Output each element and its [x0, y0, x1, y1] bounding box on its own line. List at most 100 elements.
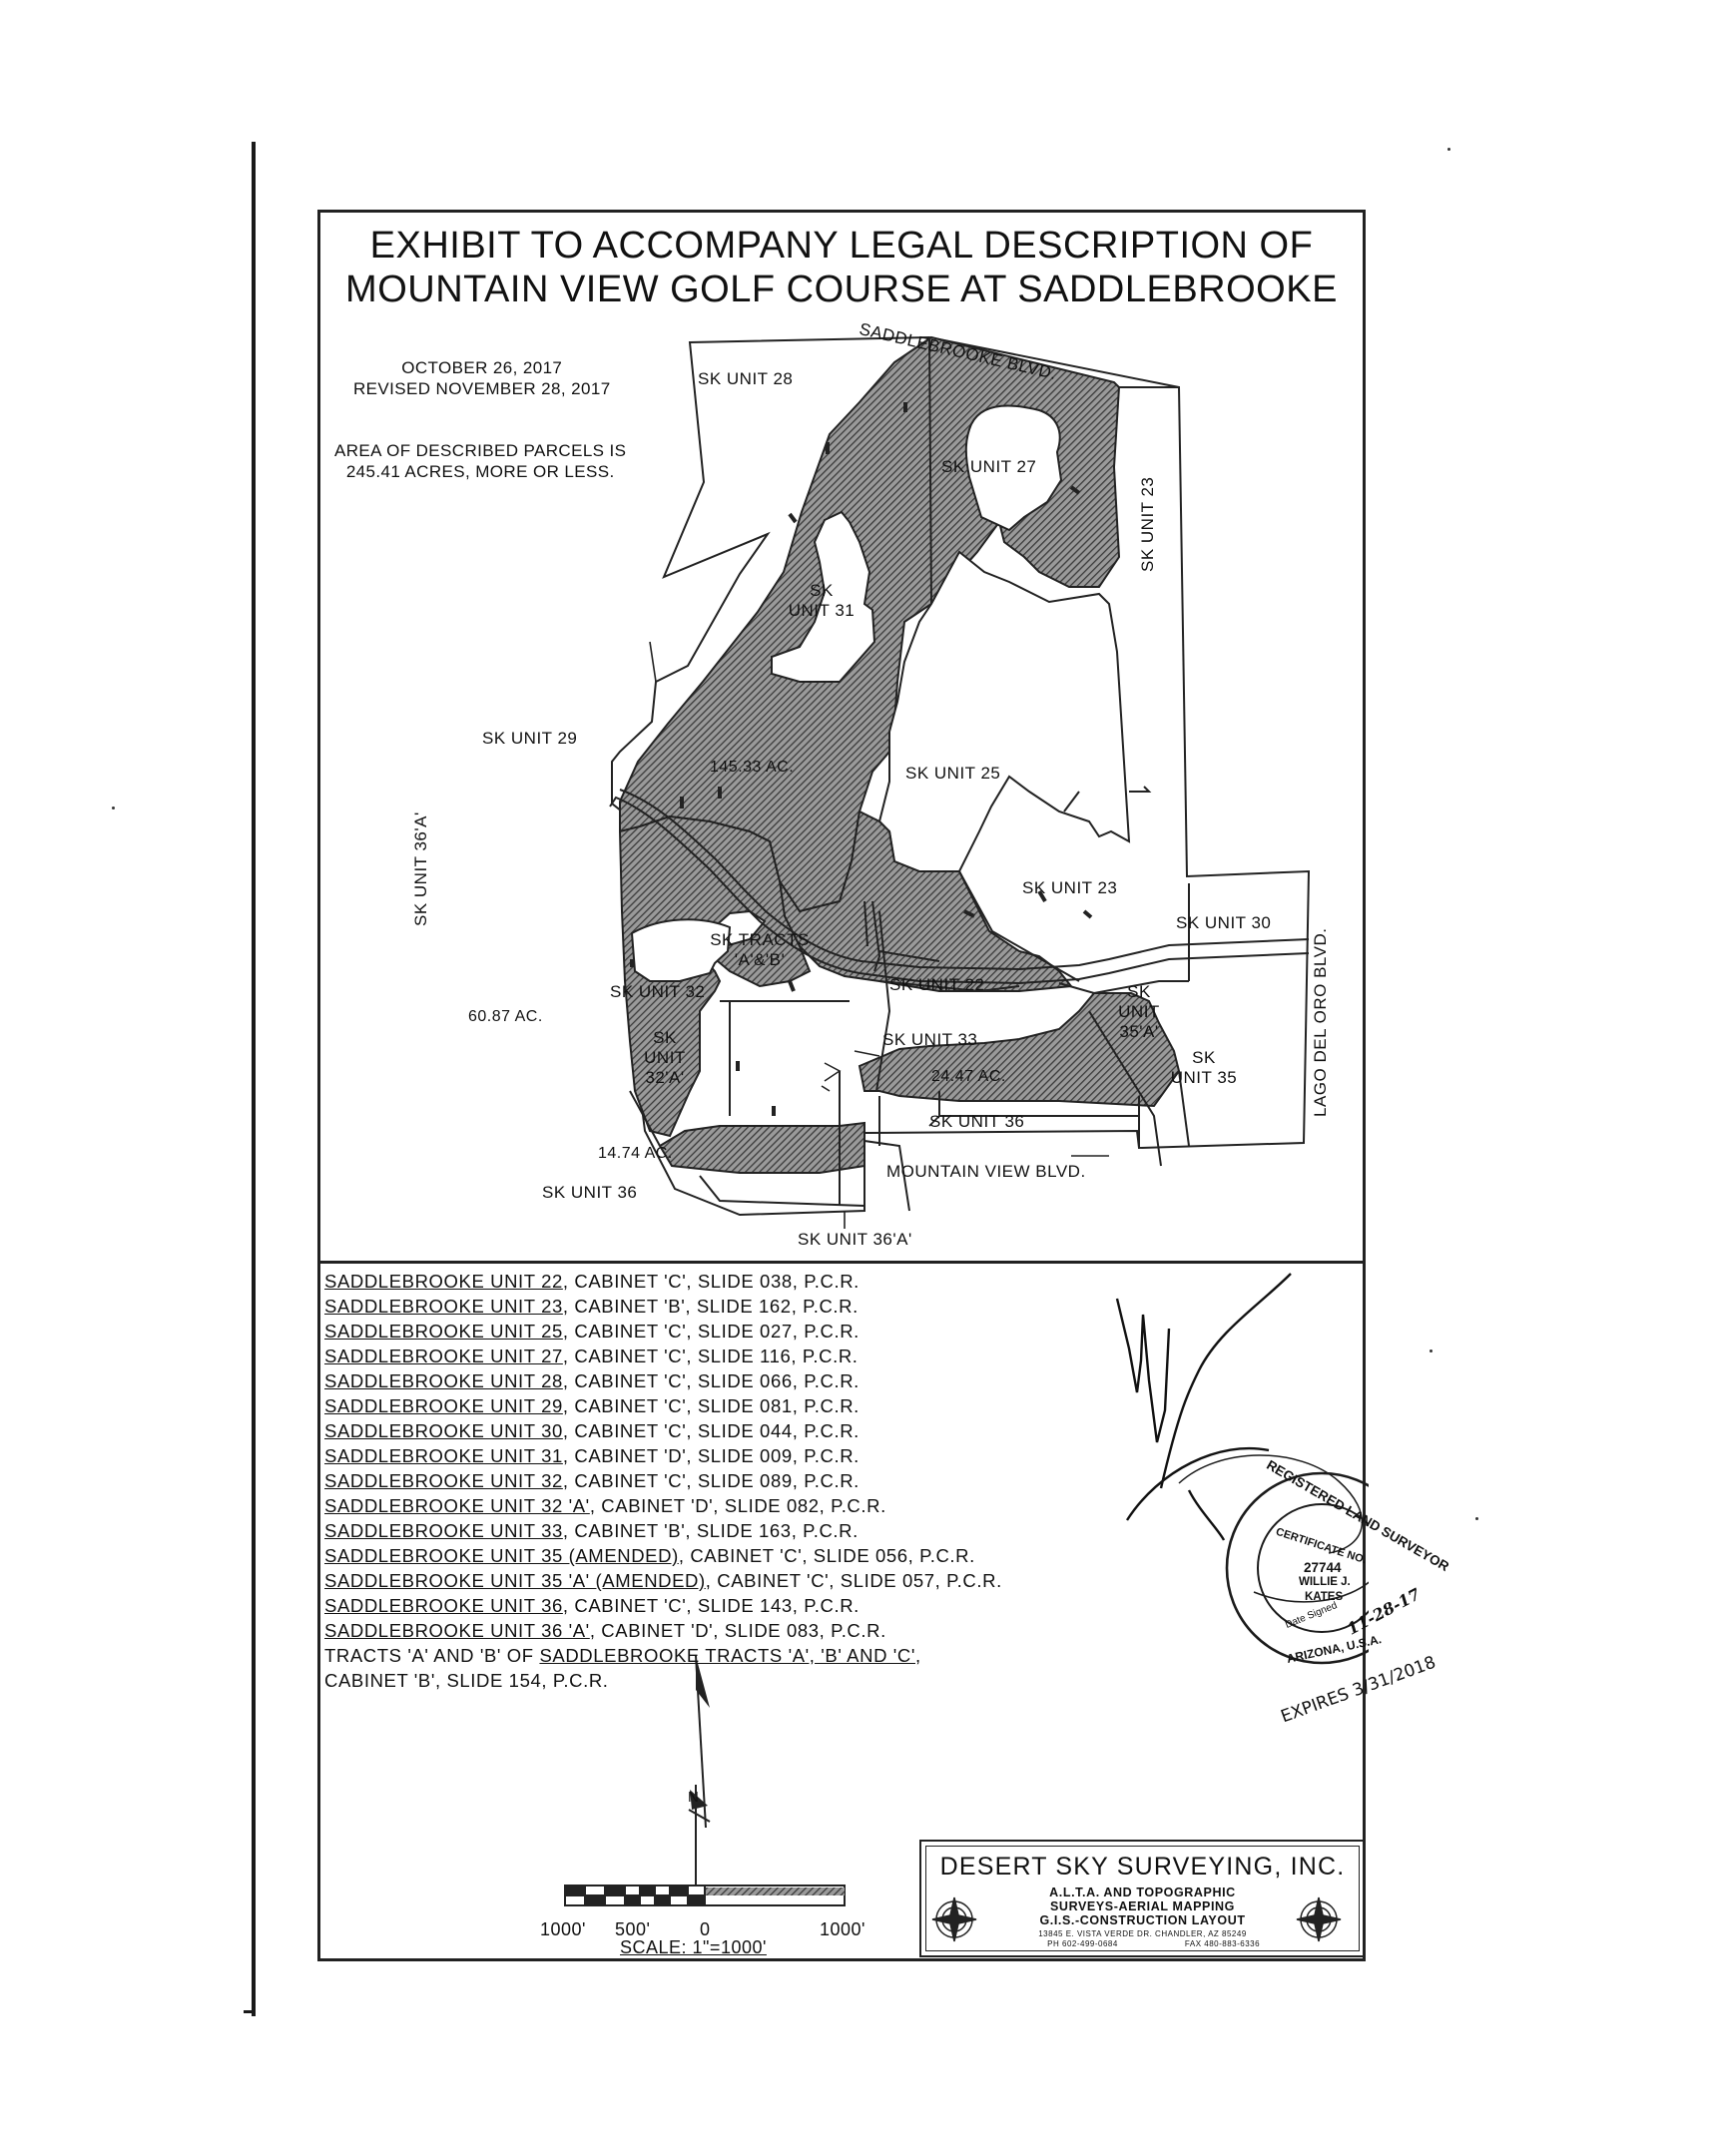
exhibit-sheet: EXHIBIT TO ACCOMPANY LEGAL DESCRIPTION O…	[317, 210, 1451, 1961]
reference-row: SADDLEBROOKE UNIT 23, CABINET 'B', SLIDE…	[324, 1294, 1002, 1319]
reference-plat-name: SADDLEBROOKE UNIT 28	[324, 1370, 563, 1391]
scan-speck	[1447, 148, 1450, 151]
parcel-label-unit23-mid: SK UNIT 23	[1022, 878, 1118, 897]
parcel-label-unit29: SK UNIT 29	[482, 729, 578, 748]
tracts-reference-line2: CABINET 'B', SLIDE 154, P.C.R.	[324, 1670, 609, 1691]
parcel-label-tracts-line2: 'A'&'B'	[734, 950, 786, 969]
parcel-east	[858, 992, 1181, 1108]
scan-speck	[1430, 1349, 1433, 1352]
reference-row: SADDLEBROOKE UNIT 32, CABINET 'C', SLIDE…	[324, 1468, 1002, 1493]
sheet-divider	[320, 1261, 1363, 1264]
surveyor-seal	[1178, 1454, 1369, 1665]
tracts-reference-name: SADDLEBROOKE TRACTS 'A', 'B' AND 'C'	[539, 1645, 915, 1666]
area-note: AREA OF DESCRIBED PARCELS IS 245.41 ACRE…	[334, 440, 626, 483]
parcel-label-unit25: SK UNIT 25	[905, 764, 1001, 783]
reference-plat-name: SADDLEBROOKE UNIT 32	[324, 1470, 563, 1491]
area-note-line1: AREA OF DESCRIBED PARCELS IS	[334, 441, 627, 460]
scale-tick-0: 0	[700, 1919, 711, 1939]
parcel-label-unit28: SK UNIT 28	[698, 369, 794, 388]
scale-tick-1000-right: 1000'	[820, 1919, 865, 1939]
road-label-mountain-view-blvd: MOUNTAIN VIEW BLVD.	[886, 1162, 1086, 1181]
parcel-label-unit23-top: SK UNIT 23	[1138, 476, 1157, 572]
lot-ticks	[630, 402, 1093, 1116]
company-service-line3: G.I.S.-CONSTRUCTION LAYOUT	[1039, 1913, 1246, 1927]
company-phone: PH 602-499-0684	[1047, 1939, 1118, 1948]
parcel-label-unit32a-line2: UNIT	[644, 1048, 686, 1067]
reference-plat-name: SADDLEBROOKE UNIT 36	[324, 1595, 563, 1616]
date-original: OCTOBER 26, 2017	[401, 358, 563, 377]
parcel-label-unit35a-line2: UNIT	[1118, 1002, 1160, 1021]
reference-cabinet-slide: , CABINET 'C', SLIDE 056, P.C.R.	[678, 1545, 975, 1566]
reference-cabinet-slide: , CABINET 'C', SLIDE 038, P.C.R.	[562, 1271, 860, 1292]
parcel-south	[658, 1121, 865, 1174]
seal-name-line2: KATES	[1305, 1591, 1344, 1603]
reference-cabinet-slide: , CABINET 'C', SLIDE 027, P.C.R.	[562, 1321, 860, 1342]
parcel-label-unit31-line2: UNIT 31	[788, 601, 856, 620]
road-mountain-view-edge	[619, 789, 1310, 971]
acreage-east: 24.47 AC.	[931, 1068, 1006, 1085]
reference-cabinet-slide: , CABINET 'C', SLIDE 044, P.C.R.	[562, 1420, 860, 1441]
parcel-label-unit35-line2: UNIT 35	[1170, 1068, 1238, 1087]
exhibit-title-line1: EXHIBIT TO ACCOMPANY LEGAL DESCRIPTION O…	[369, 225, 1314, 267]
reference-row: SADDLEBROOKE UNIT 35 (AMENDED), CABINET …	[324, 1543, 1002, 1568]
date-block: OCTOBER 26, 2017 REVISED NOVEMBER 28, 20…	[353, 357, 611, 400]
reference-row: SADDLEBROOKE UNIT 35 'A' (AMENDED), CABI…	[324, 1568, 1002, 1593]
reference-cabinet-slide: , CABINET 'D', SLIDE 083, P.C.R.	[589, 1620, 886, 1641]
parcel-west-cutout	[630, 918, 732, 982]
recording-references: SADDLEBROOKE UNIT 22, CABINET 'C', SLIDE…	[324, 1269, 1002, 1693]
compass-rose-right	[1296, 1896, 1342, 1942]
reference-row: SADDLEBROOKE UNIT 33, CABINET 'B', SLIDE…	[324, 1518, 1002, 1543]
tracts-reference-row: TRACTS 'A' AND 'B' OF SADDLEBROOKE TRACT…	[324, 1643, 1002, 1668]
reference-cabinet-slide: , CABINET 'C', SLIDE 143, P.C.R.	[562, 1595, 860, 1616]
tracts-reference-suffix: ,	[915, 1645, 921, 1666]
reference-cabinet-slide: , CABINET 'C', SLIDE 089, P.C.R.	[562, 1470, 860, 1491]
scan-speck	[112, 807, 115, 809]
reference-cabinet-slide: , CABINET 'C', SLIDE 057, P.C.R.	[705, 1570, 1002, 1591]
reference-row: SADDLEBROOKE UNIT 25, CABINET 'C', SLIDE…	[324, 1319, 1002, 1344]
parcel-unit31	[771, 510, 876, 683]
reference-cabinet-slide: , CABINET 'B', SLIDE 163, P.C.R.	[562, 1520, 859, 1541]
reference-plat-name: SADDLEBROOKE UNIT 36 'A'	[324, 1620, 590, 1641]
parcel-label-unit32a-line3: 32'A'	[645, 1068, 685, 1087]
reference-row: SADDLEBROOKE UNIT 30, CABINET 'C', SLIDE…	[324, 1418, 1002, 1443]
parcel-label-unit30: SK UNIT 30	[1176, 913, 1272, 932]
company-title-block: DESERT SKY SURVEYING, INC. A.L.T.A. AND …	[919, 1840, 1366, 1957]
area-note-line2: 245.41 ACRES, MORE OR LESS.	[345, 462, 615, 482]
parcel-central	[779, 809, 1073, 992]
scale-text: SCALE: 1"=1000'	[620, 1937, 767, 1957]
reference-plat-name: SADDLEBROOKE UNIT 33	[324, 1520, 563, 1541]
reference-plat-name: SADDLEBROOKE UNIT 31	[324, 1445, 563, 1466]
reference-row: SADDLEBROOKE UNIT 36, CABINET 'C', SLIDE…	[324, 1593, 1002, 1618]
company-service-line1: A.L.T.A. AND TOPOGRAPHIC	[1049, 1886, 1236, 1899]
reference-row: SADDLEBROOKE UNIT 29, CABINET 'C', SLIDE…	[324, 1393, 1002, 1418]
reference-row: SADDLEBROOKE UNIT 27, CABINET 'C', SLIDE…	[324, 1344, 1002, 1368]
road-label-lago-del-oro-blvd: LAGO DEL ORO BLVD.	[1311, 927, 1330, 1117]
reference-plat-name: SADDLEBROOKE UNIT 35 (AMENDED)	[324, 1545, 679, 1566]
reference-cabinet-slide: , CABINET 'C', SLIDE 081, P.C.R.	[562, 1395, 860, 1416]
date-revised: REVISED NOVEMBER 28, 2017	[353, 379, 611, 399]
parcel-label-unit31-line1: SK	[810, 581, 834, 600]
parcel-label-unit36-bottom: SK UNIT 36	[542, 1183, 638, 1202]
scale-tick-500: 500'	[615, 1919, 651, 1939]
reference-row: SADDLEBROOKE UNIT 22, CABINET 'C', SLIDE…	[324, 1269, 1002, 1294]
parcel-unit25	[877, 550, 1131, 872]
parcel-label-unit36a-bottom: SK UNIT 36'A'	[798, 1230, 912, 1249]
company-name: DESERT SKY SURVEYING, INC.	[939, 1853, 1346, 1881]
reference-row: SADDLEBROOKE UNIT 31, CABINET 'D', SLIDE…	[324, 1443, 1002, 1468]
acreage-main: 145.33 AC.	[710, 759, 795, 776]
north-label: N	[688, 1789, 700, 1806]
exhibit-title-line2: MOUNTAIN VIEW GOLF COURSE AT SADDLEBROOK…	[345, 269, 1338, 310]
reference-cabinet-slide: , CABINET 'C', SLIDE 116, P.C.R.	[562, 1346, 859, 1366]
left-margin-rule-foot	[244, 2010, 254, 2013]
reference-plat-name: SADDLEBROOKE UNIT 35 'A' (AMENDED)	[324, 1570, 706, 1591]
parcel-label-unit22: SK UNIT 22	[889, 975, 985, 994]
scale-tick-1000-left: 1000'	[540, 1919, 586, 1939]
arrow-tick	[824, 1062, 842, 1082]
tracts-reference-prefix: TRACTS 'A' AND 'B' OF	[324, 1645, 540, 1666]
parcel-label-unit36a-left: SK UNIT 36'A'	[411, 811, 430, 926]
reference-plat-name: SADDLEBROOKE UNIT 27	[324, 1346, 563, 1366]
parcel-map	[564, 335, 1369, 1942]
scale-bar	[564, 1885, 846, 1906]
company-service-line2: SURVEYS-AERIAL MAPPING	[1050, 1899, 1235, 1913]
acreage-south: 14.74 AC.	[598, 1145, 673, 1162]
